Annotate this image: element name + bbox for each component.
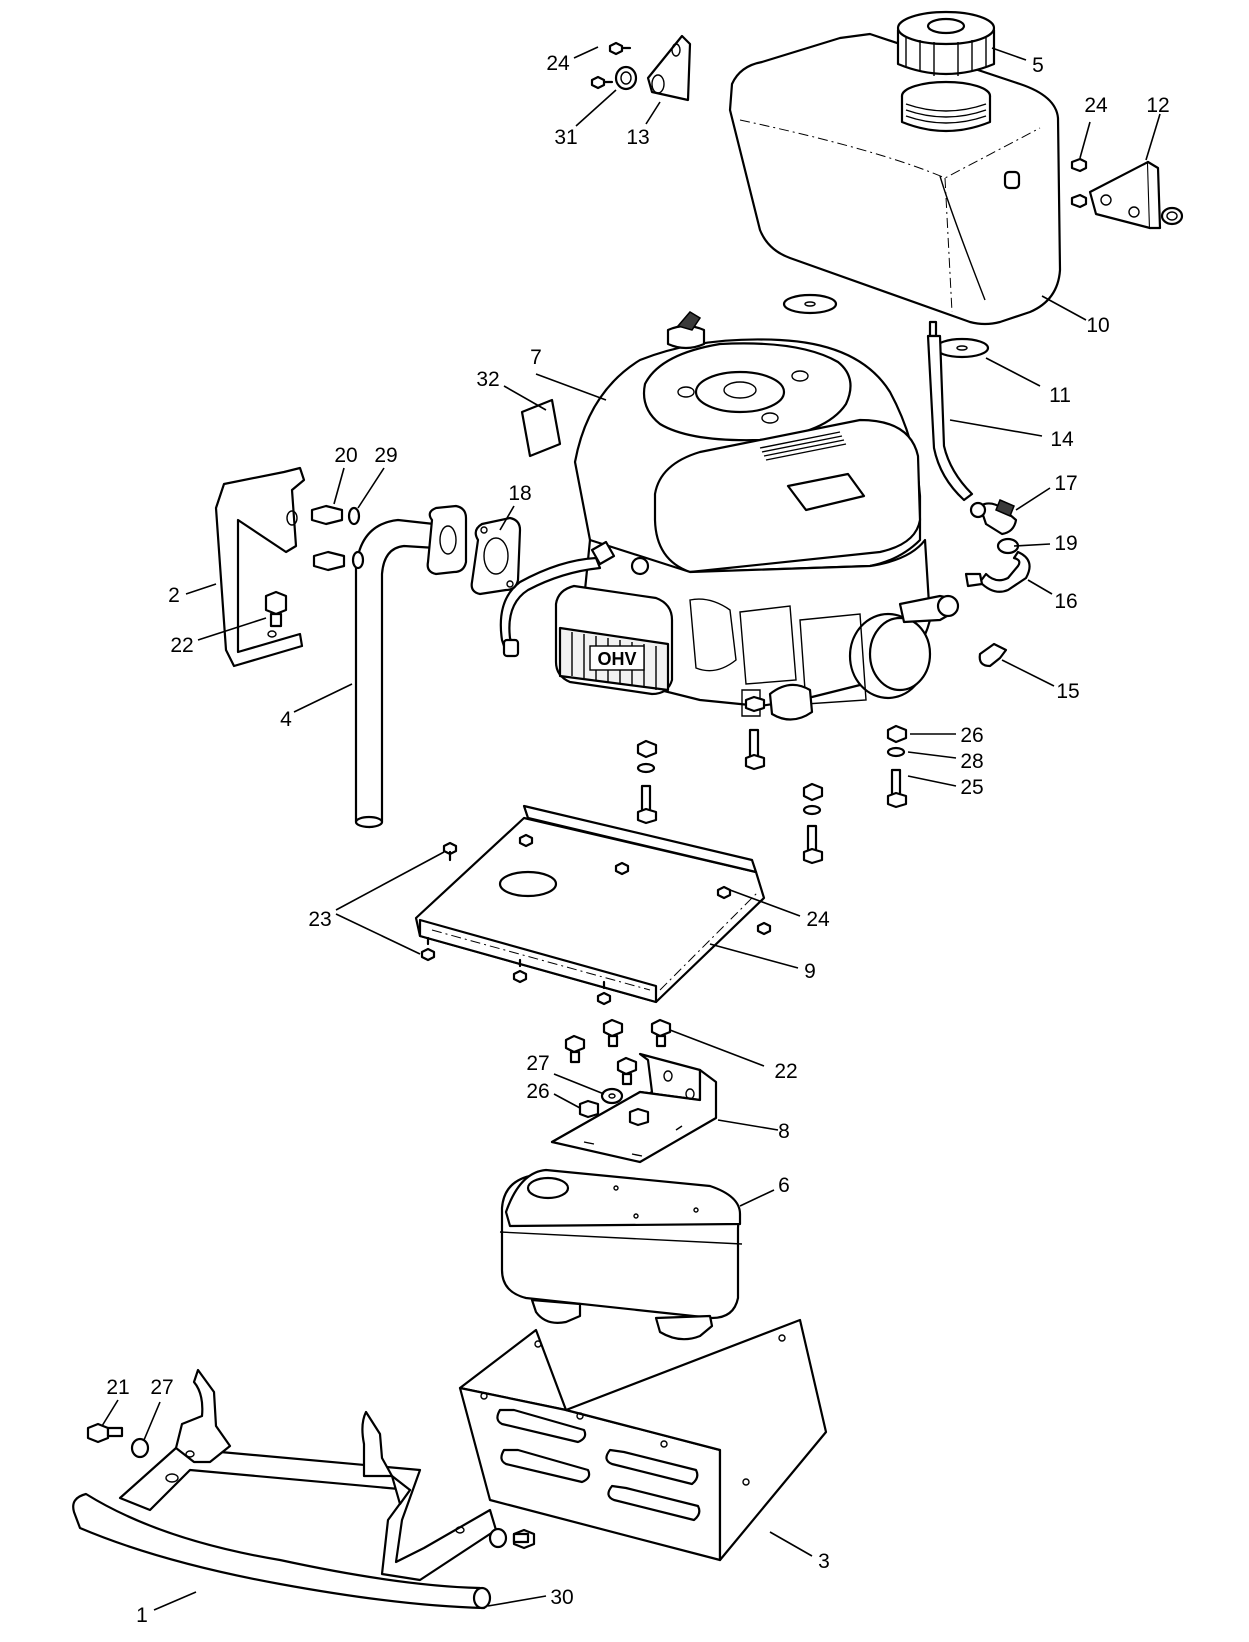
bumper-hardware-30 <box>488 1527 536 1550</box>
leader-lines <box>101 46 1161 1611</box>
callout-9: 9 <box>804 960 816 983</box>
callout-8: 8 <box>778 1120 790 1143</box>
callout-11: 11 <box>1049 384 1071 407</box>
callout-4: 4 <box>280 708 292 731</box>
bolt-22-bracket <box>264 590 288 628</box>
callout-22-bracket: 22 <box>170 634 193 657</box>
decal <box>520 398 562 458</box>
callout-numbers: 24 31 13 5 24 12 10 11 14 17 19 16 15 7 … <box>106 52 1169 1627</box>
callout-26-engine: 26 <box>960 724 983 747</box>
callout-25: 25 <box>960 776 983 799</box>
callout-24-plate: 24 <box>806 908 830 931</box>
washer-29 <box>347 506 365 570</box>
callout-23: 23 <box>308 908 331 931</box>
tank-bracket-right <box>1088 160 1184 230</box>
washer-27 <box>600 1087 624 1105</box>
callout-22-muffler: 22 <box>774 1060 797 1083</box>
muffler-guard <box>458 1318 828 1562</box>
callout-24-top: 24 <box>546 52 570 75</box>
hose-clamp-15 <box>978 642 1008 668</box>
engine-badge: OHV <box>597 649 636 669</box>
fuel-tank <box>728 32 1062 326</box>
callout-6: 6 <box>778 1174 790 1197</box>
nut-26 <box>578 1099 650 1127</box>
exhaust-gasket <box>470 516 522 596</box>
callout-3: 3 <box>818 1550 830 1573</box>
callout-12: 12 <box>1146 94 1169 117</box>
callout-20: 20 <box>334 444 357 467</box>
callout-26-muffler: 26 <box>526 1080 549 1103</box>
callout-31: 31 <box>554 126 577 149</box>
engine: OHV <box>499 311 960 721</box>
tank-bracket-left <box>646 34 692 102</box>
callout-21: 21 <box>106 1376 129 1399</box>
engine-mount-plate <box>414 804 766 1004</box>
callout-30: 30 <box>550 1586 573 1609</box>
callout-10: 10 <box>1086 314 1109 337</box>
plate-bolts-23-24 <box>420 833 772 1006</box>
fuel-shutoff-valve <box>969 499 1018 536</box>
engine-mount-hardware <box>636 695 908 865</box>
exhaust-bracket <box>214 466 306 668</box>
bumper-bolt-21 <box>86 1422 124 1444</box>
callout-19: 19 <box>1054 532 1077 555</box>
callout-27-bumper: 27 <box>150 1376 173 1399</box>
callout-5: 5 <box>1032 54 1044 77</box>
callout-15: 15 <box>1056 680 1079 703</box>
callout-14: 14 <box>1050 428 1074 451</box>
bumper <box>72 1368 498 1610</box>
muffler <box>499 1168 743 1341</box>
callout-29: 29 <box>374 444 397 467</box>
callout-7: 7 <box>530 346 542 369</box>
callout-27-muffler: 27 <box>526 1052 549 1075</box>
callout-18: 18 <box>508 482 531 505</box>
callout-13: 13 <box>626 126 649 149</box>
grommet-31 <box>614 65 638 91</box>
exhaust-pipe <box>354 504 468 829</box>
callout-16: 16 <box>1054 590 1077 613</box>
callout-24-tank: 24 <box>1084 94 1108 117</box>
fuel-cap <box>896 10 996 76</box>
bolt-24-tank-right <box>1070 157 1088 209</box>
callout-17: 17 <box>1054 472 1077 495</box>
callout-32: 32 <box>476 368 499 391</box>
callout-28: 28 <box>960 750 983 773</box>
muffler-bolts-22 <box>564 1018 672 1086</box>
fuel-hose-16 <box>964 550 1031 593</box>
callout-2: 2 <box>168 584 180 607</box>
bumper-washer-27 <box>130 1437 150 1459</box>
fuel-line <box>926 320 974 502</box>
callout-1: 1 <box>136 1604 148 1627</box>
bolt-24-top <box>590 41 632 90</box>
bolt-20 <box>310 504 346 572</box>
